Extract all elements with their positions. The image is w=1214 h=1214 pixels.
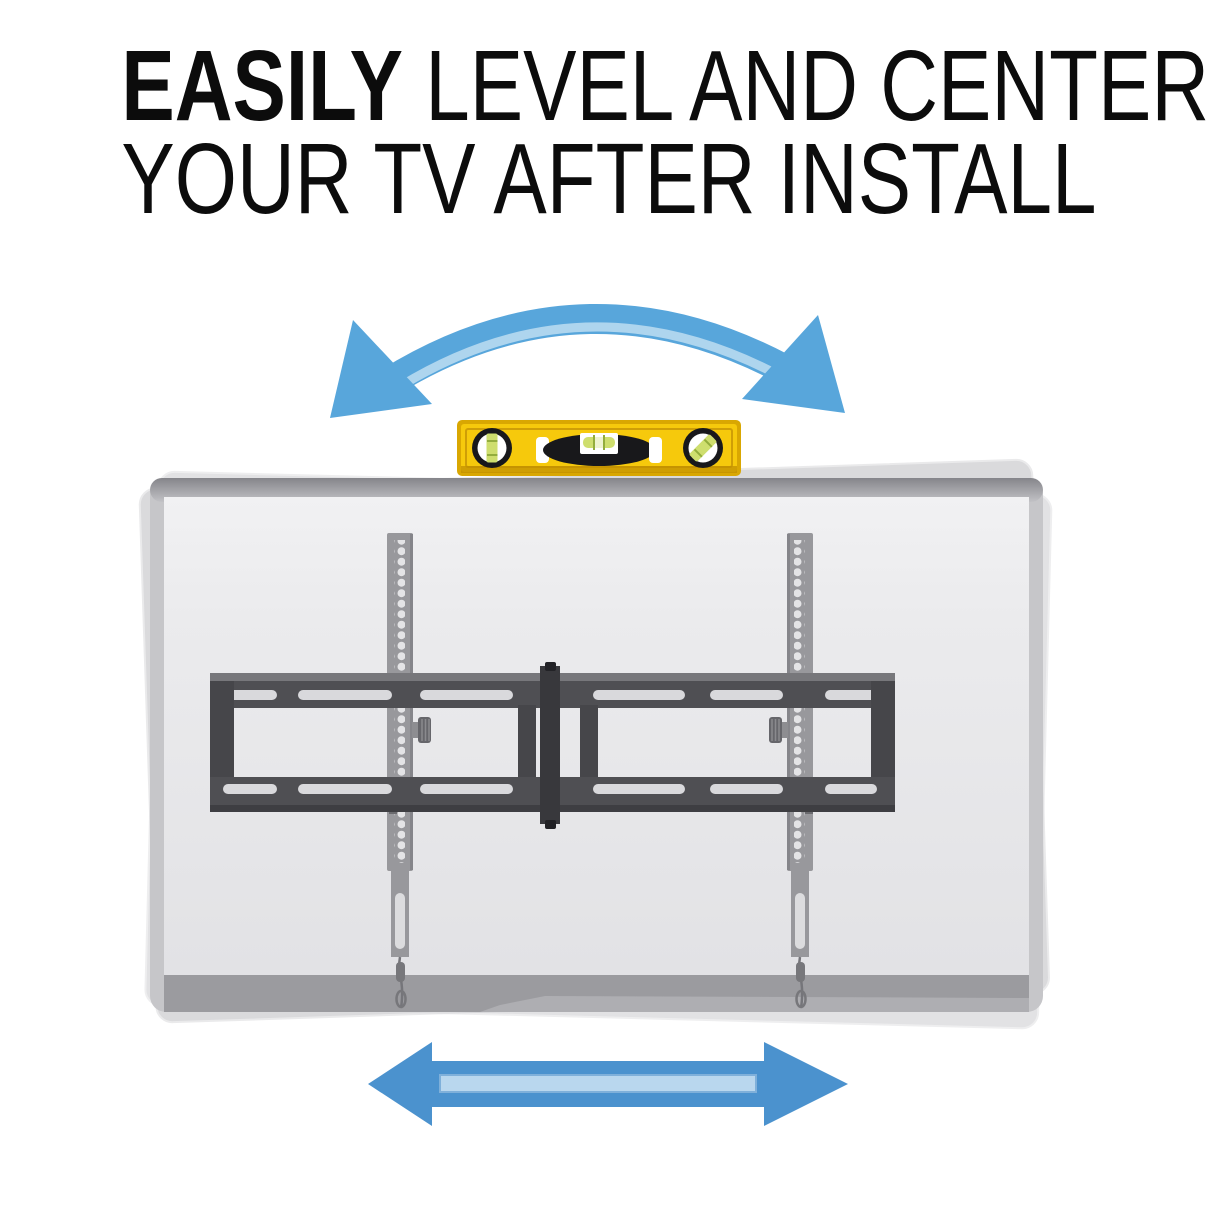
center-connector xyxy=(540,662,560,829)
spirit-level xyxy=(457,420,741,476)
slide-arrow-icon xyxy=(368,1042,848,1126)
wall-plate-top-slots xyxy=(223,690,877,700)
headline-line-1: EASILY LEVEL AND CENTER xyxy=(121,36,1209,136)
left-pull-string xyxy=(395,956,407,1009)
headline-line-2: YOUR TV AFTER INSTALL xyxy=(121,123,1097,235)
slide-arrow-left-head xyxy=(368,1042,432,1126)
headline-line-1-rest: LEVEL AND CENTER xyxy=(403,30,1210,142)
rotate-arrow-right-head xyxy=(742,315,845,413)
left-tension-knob xyxy=(412,717,431,743)
right-tension-knob xyxy=(769,717,788,743)
rotate-arrow-icon xyxy=(330,303,845,418)
rotate-arrow-left-head xyxy=(330,320,432,418)
headline-emphasis: EASILY xyxy=(121,30,404,142)
tv-top-rim xyxy=(150,478,1043,502)
center-bubble-vial xyxy=(543,433,655,466)
slide-arrow-right-head xyxy=(764,1042,848,1126)
right-bubble-vial xyxy=(683,428,723,468)
headline: EASILY LEVEL AND CENTER YOUR TV AFTER IN… xyxy=(0,36,1214,235)
wall-plate-bottom-slots xyxy=(223,784,877,794)
right-pull-string xyxy=(795,956,807,1009)
wall-plate xyxy=(210,662,895,829)
left-bubble-vial xyxy=(472,428,512,468)
